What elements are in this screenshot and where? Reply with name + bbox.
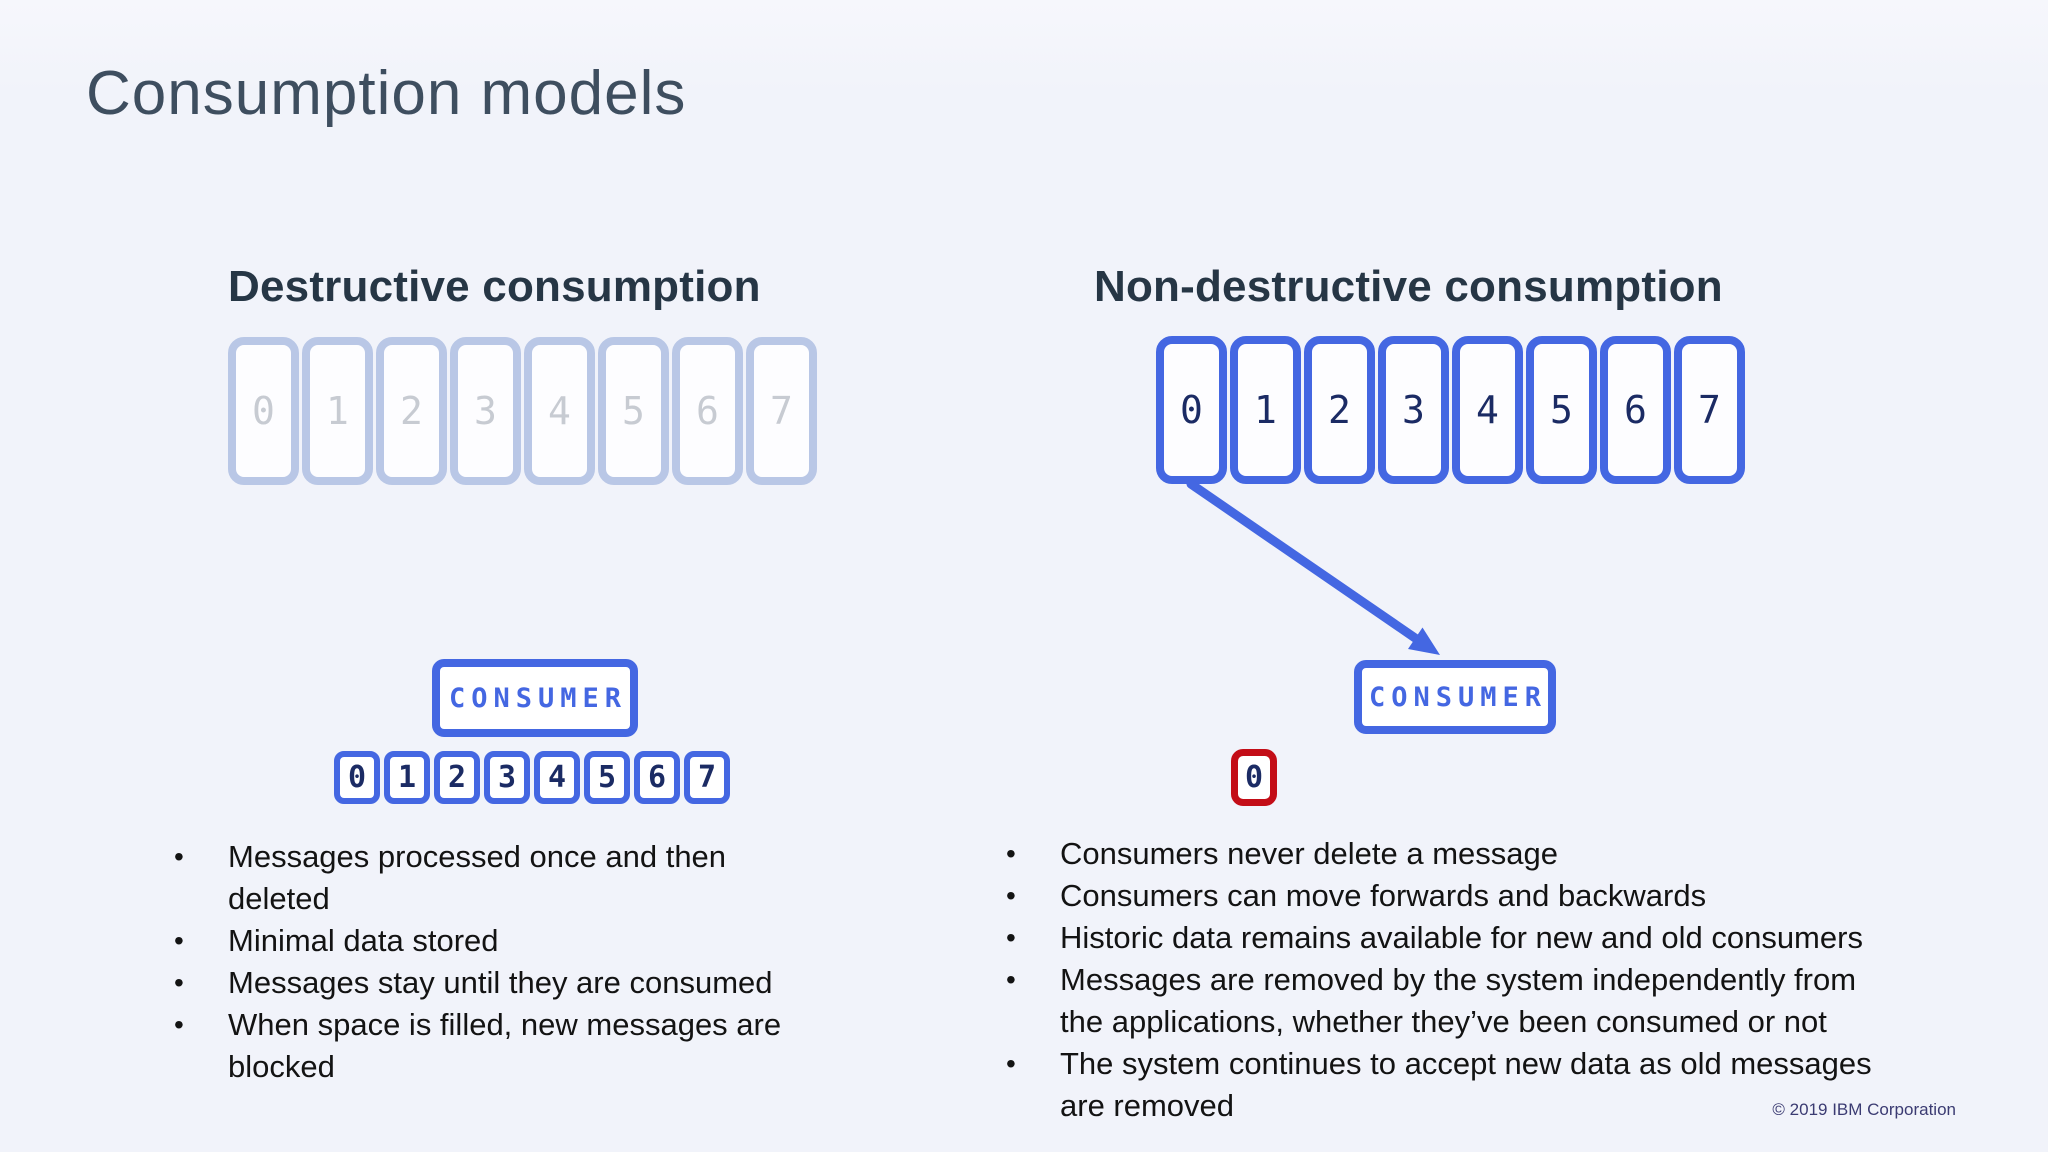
partition-cell: 2 (376, 337, 447, 485)
destructive-consumer-box: CONSUMER (432, 659, 638, 737)
consumer-offset-cell: 0 (1231, 749, 1277, 806)
consumed-message-cell: 4 (534, 751, 580, 804)
partition-cell: 0 (228, 337, 299, 485)
non-destructive-partition-row: 0 1 2 3 4 5 6 7 (1156, 336, 1745, 484)
bullet-item: Consumers never delete a message (1002, 833, 1962, 875)
consumed-message-cell: 3 (484, 751, 530, 804)
destructive-bullet-list: Messages processed once and then deleted… (170, 836, 810, 1088)
partition-cell: 6 (1600, 336, 1671, 484)
consumed-messages-row: 0 1 2 3 4 5 6 7 (334, 751, 730, 804)
non-destructive-heading: Non-destructive consumption (1094, 262, 1723, 311)
page-title: Consumption models (86, 59, 687, 128)
partition-cell: 6 (672, 337, 743, 485)
consumed-message-cell: 2 (434, 751, 480, 804)
consumed-message-cell: 1 (384, 751, 430, 804)
partition-cell: 5 (598, 337, 669, 485)
partition-cell: 4 (1452, 336, 1523, 484)
bullet-item: Messages are removed by the system indep… (1002, 959, 1962, 1043)
partition-cell: 2 (1304, 336, 1375, 484)
read-offset-arrow-icon (1186, 479, 1440, 655)
partition-cell: 7 (1674, 336, 1745, 484)
bullet-item: When space is filled, new messages are b… (170, 1004, 810, 1088)
bullet-item: The system continues to accept new data … (1002, 1043, 1962, 1127)
partition-cell: 3 (1378, 336, 1449, 484)
non-destructive-consumer-box: CONSUMER (1354, 660, 1556, 734)
partition-cell: 5 (1526, 336, 1597, 484)
bullet-item: Messages processed once and then deleted (170, 836, 810, 920)
partition-cell: 4 (524, 337, 595, 485)
destructive-partition-row: 0 1 2 3 4 5 6 7 (228, 337, 817, 485)
consumed-message-cell: 5 (584, 751, 630, 804)
bullet-item: Consumers can move forwards and backward… (1002, 875, 1962, 917)
bullet-item: Messages stay until they are consumed (170, 962, 810, 1004)
partition-cell: 1 (1230, 336, 1301, 484)
partition-cell: 0 (1156, 336, 1227, 484)
partition-cell: 7 (746, 337, 817, 485)
consumed-message-cell: 7 (684, 751, 730, 804)
consumed-message-cell: 0 (334, 751, 380, 804)
partition-cell: 1 (302, 337, 373, 485)
consumed-message-cell: 6 (634, 751, 680, 804)
bullet-item: Historic data remains available for new … (1002, 917, 1962, 959)
bullet-item: Minimal data stored (170, 920, 810, 962)
non-destructive-bullet-list: Consumers never delete a message Consume… (1002, 833, 1962, 1127)
copyright-notice: © 2019 IBM Corporation (1772, 1100, 1956, 1119)
partition-cell: 3 (450, 337, 521, 485)
destructive-heading: Destructive consumption (228, 262, 761, 311)
